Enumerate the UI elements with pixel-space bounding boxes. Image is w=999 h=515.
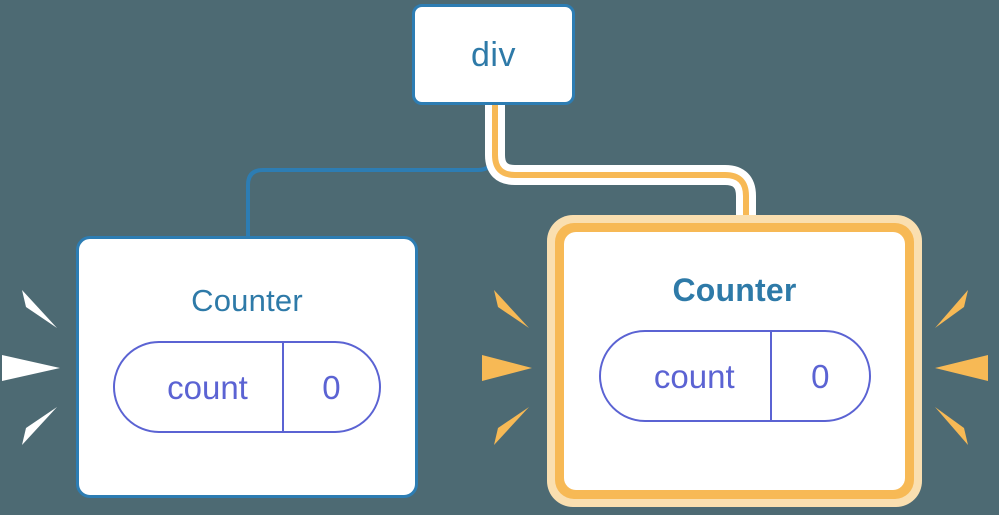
node-counter-left[interactable]: Counter count 0 [76, 236, 418, 498]
sparkle-burst-mid-svg [482, 290, 532, 445]
node-counter-left-title: Counter [191, 283, 303, 318]
sparkle-burst-icon-middle [482, 280, 542, 455]
sparkle-burst-left-svg [2, 290, 60, 445]
state-key-right: count [601, 332, 773, 420]
node-div[interactable]: div [412, 4, 575, 105]
sparkle-burst-right-svg [935, 290, 988, 445]
sparkle-wedge-lower [22, 407, 57, 445]
sparkle-wedge-upper [494, 290, 529, 328]
sparkle-wedge-middle [935, 355, 988, 381]
edge-div-to-counter-left [246, 102, 495, 238]
sparkle-wedge-lower [494, 407, 529, 445]
sparkle-wedge-middle [482, 355, 532, 381]
node-counter-right-title: Counter [672, 272, 797, 308]
sparkle-burst-icon-right [930, 280, 990, 455]
sparkle-wedge-middle [2, 355, 60, 381]
sparkle-burst-icon-left [2, 280, 62, 455]
state-key-left: count [115, 343, 284, 431]
sparkle-wedge-lower [935, 407, 968, 445]
state-pill-right: count 0 [598, 330, 871, 422]
state-value-left: 0 [322, 368, 341, 406]
node-div-label: div [471, 35, 516, 74]
edge-div-to-counter-right [492, 104, 749, 232]
node-counter-right-highlight-ring: Counter count 0 [555, 223, 914, 499]
state-pill-left: count 0 [113, 341, 381, 433]
sparkle-wedge-upper [935, 290, 968, 328]
state-value-right: 0 [811, 357, 830, 395]
node-counter-right[interactable]: Counter count 0 [564, 232, 905, 490]
edge-div-to-counter-right-halo [485, 104, 756, 232]
node-counter-right-highlight-frame: Counter count 0 [547, 215, 922, 507]
sparkle-wedge-upper [22, 290, 57, 328]
